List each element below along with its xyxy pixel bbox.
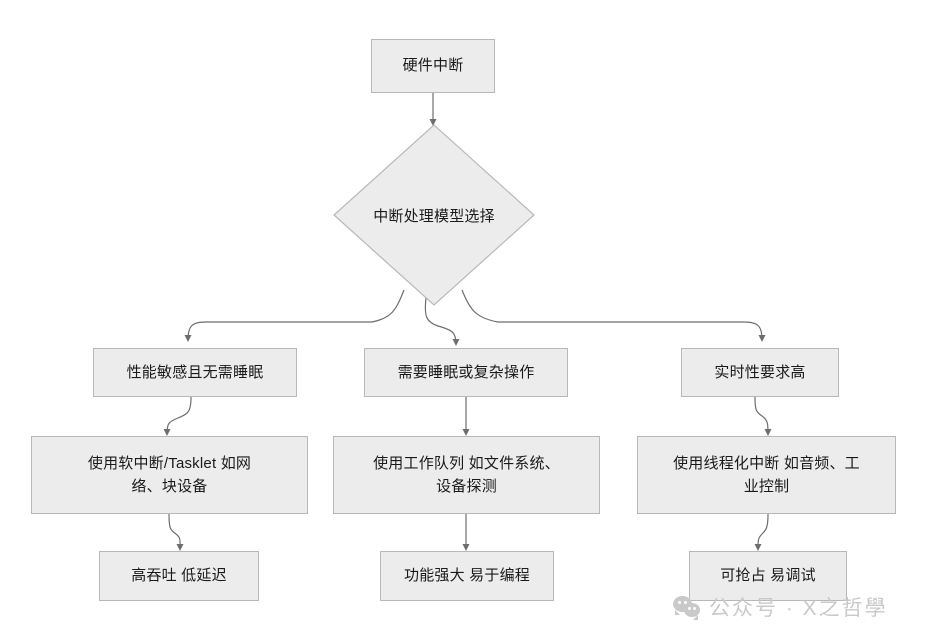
- wechat-bubble-small: [684, 602, 700, 620]
- watermark-text: 公众号 · X之哲學: [709, 597, 888, 620]
- node-branch-2-action-label: 使用工作队列 如文件系统、 设备探测: [373, 454, 560, 495]
- node-branch-1-action-label: 使用软中断/Tasklet 如网 络、块设备: [87, 454, 252, 495]
- edge-branch-3-action-to-outcome: [754, 513, 769, 552]
- node-hardware-interrupt[interactable]: 硬件中断: [371, 39, 495, 93]
- node-branch-2-outcome[interactable]: 功能强大 易于编程: [380, 551, 554, 601]
- wechat-dot-1: [678, 600, 681, 604]
- node-hardware-interrupt-label: 硬件中断: [402, 57, 464, 75]
- node-branch-2-outcome-label: 功能强大 易于编程: [404, 567, 530, 585]
- edge-branch-3-condition-to-action: [754, 396, 772, 437]
- node-branch-1-outcome-label: 高吞吐 低延迟: [131, 567, 227, 585]
- node-decision-label: 中断处理模型选择: [373, 207, 495, 225]
- wechat-dot-2: [684, 600, 687, 604]
- node-decision-model-selection[interactable]: 中断处理模型选择: [333, 124, 535, 306]
- node-branch-2-condition-label: 需要睡眠或复杂操作: [397, 363, 535, 381]
- node-branch-3-outcome[interactable]: 可抢占 易调试: [689, 551, 847, 601]
- node-branch-1-condition-label: 性能敏感且无需睡眠: [126, 363, 264, 381]
- node-branch-1-condition[interactable]: 性能敏感且无需睡眠: [93, 348, 297, 397]
- node-branch-3-outcome-label: 可抢占 易调试: [720, 567, 816, 585]
- edge-branch-1-action-to-outcome: [168, 513, 184, 552]
- wechat-dot-3: [688, 606, 691, 610]
- node-branch-3-condition-label: 实时性要求高: [714, 363, 806, 381]
- node-branch-3-action-label: 使用线程化中断 如音频、工 业控制: [673, 454, 860, 495]
- node-branch-3-condition[interactable]: 实时性要求高: [681, 348, 839, 397]
- edge-branch-1-condition-to-action: [163, 396, 192, 437]
- node-branch-2-action[interactable]: 使用工作队列 如文件系统、 设备探测: [333, 436, 600, 514]
- watermark: 公众号 · X之哲學: [673, 592, 888, 622]
- diamond-shape: [333, 124, 535, 306]
- node-branch-1-action[interactable]: 使用软中断/Tasklet 如网 络、块设备: [31, 436, 308, 514]
- wechat-dot-4: [693, 606, 696, 610]
- wechat-icon: [673, 595, 700, 620]
- node-branch-3-action[interactable]: 使用线程化中断 如音频、工 业控制: [637, 436, 896, 514]
- node-branch-2-condition[interactable]: 需要睡眠或复杂操作: [364, 348, 568, 397]
- node-branch-1-outcome[interactable]: 高吞吐 低延迟: [99, 551, 259, 601]
